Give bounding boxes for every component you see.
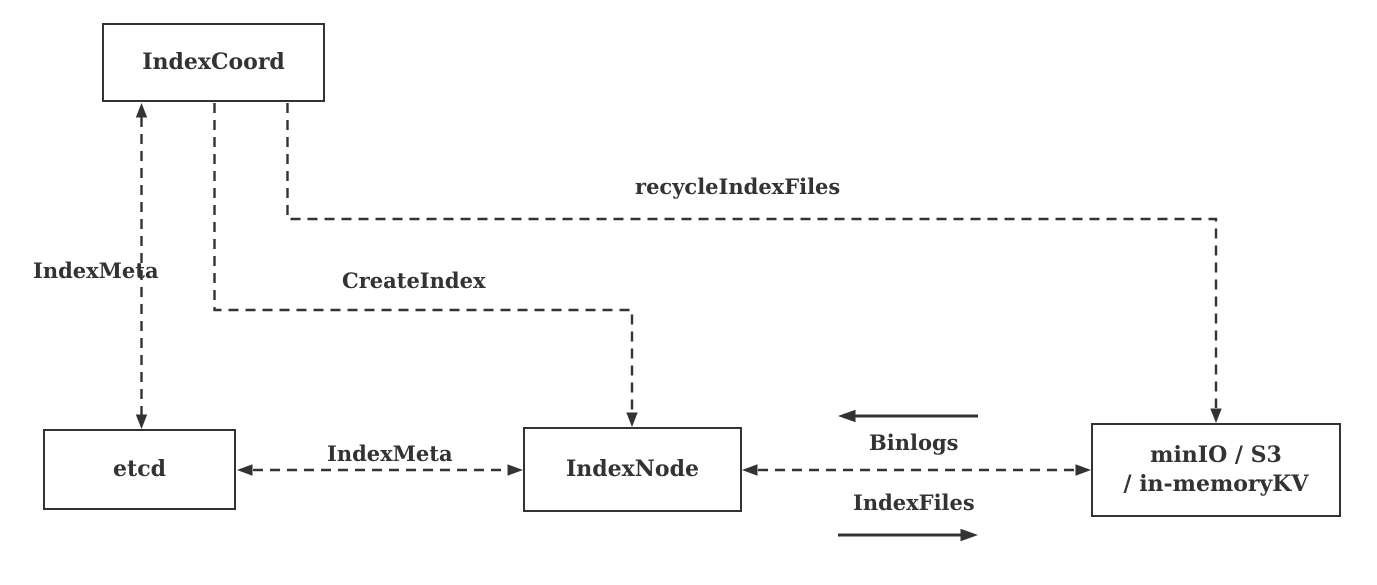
arrowhead-left-binlogs [838, 409, 856, 423]
arrowhead-up-indexcoord [135, 103, 148, 118]
node-storage-label-line2: / in-memoryKV [1123, 471, 1309, 497]
node-indexnode: IndexNode [523, 427, 742, 512]
arrowhead-left-etcd [237, 464, 253, 476]
node-indexnode-label: IndexNode [566, 456, 699, 483]
node-storage: minIO / S3 / in-memoryKV [1091, 423, 1341, 517]
arrowhead-right-indexfiles [960, 528, 978, 542]
edge-label-indexmeta-vertical: IndexMeta [33, 258, 159, 283]
edge-recycleindexfiles-line [286, 103, 1218, 408]
edge-label-createindex: CreateIndex [342, 268, 486, 293]
edge-label-indexmeta-horizontal: IndexMeta [327, 441, 453, 466]
node-etcd-label: etcd [113, 456, 166, 483]
node-etcd: etcd [43, 429, 236, 510]
node-storage-label-line1: minIO / S3 [1150, 442, 1282, 469]
arrowhead-right-storage [1075, 464, 1091, 476]
arrowhead-right-indexnode [507, 464, 523, 476]
arrowhead-down-indexnode [626, 412, 638, 427]
node-indexcoord: IndexCoord [102, 23, 325, 102]
arrowhead-down-etcd [135, 414, 148, 429]
node-indexcoord-label: IndexCoord [142, 49, 285, 76]
edge-createindex-line [213, 103, 634, 412]
arrowhead-left-indexnode [742, 464, 758, 476]
edge-label-indexfiles: IndexFiles [853, 490, 975, 515]
arrowhead-down-storage [1210, 408, 1222, 423]
edge-label-binlogs: Binlogs [869, 430, 959, 455]
edge-label-recycleindexfiles: recycleIndexFiles [635, 174, 841, 199]
